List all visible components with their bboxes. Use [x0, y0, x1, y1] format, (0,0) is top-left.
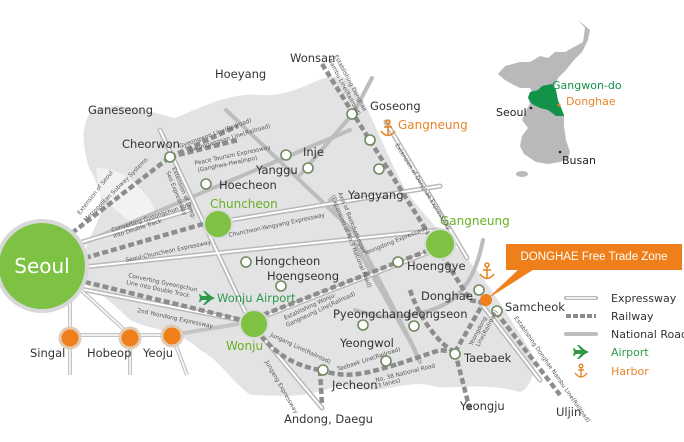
label-inje: Inje [303, 145, 324, 159]
inset-gangwon-label: Gangwon-do [552, 79, 622, 92]
label-chuncheon: Chuncheon [210, 197, 278, 211]
hobeop-node[interactable] [118, 326, 142, 350]
wonju-hub[interactable] [239, 309, 269, 339]
goseong-node-2[interactable] [364, 134, 376, 146]
inset-busan-dot [558, 150, 562, 154]
anchor-icon [479, 262, 495, 280]
label-gangneung: Gangneung [440, 214, 510, 228]
jecheon-node[interactable] [317, 364, 329, 376]
label-jeongseon: Jeongseon [407, 307, 467, 321]
yeongwol-node[interactable] [380, 355, 392, 367]
label-hongcheon: Hongcheon [255, 254, 320, 268]
legend-railway-label: Railway [611, 310, 654, 323]
label-goseong: Goseong [370, 99, 421, 113]
label-hoeyang: Hoeyang [215, 67, 266, 81]
jeongseon-node[interactable] [408, 320, 420, 332]
label-yangyang: Yangyang [347, 188, 404, 202]
yeoju-node[interactable] [160, 324, 184, 348]
samcheok-node[interactable] [491, 305, 503, 317]
label-yanggu: Yanggu [255, 163, 298, 177]
label-uljin: Uljin [556, 405, 581, 419]
anchor-icon [574, 363, 588, 378]
label-hoecheon: Hoecheon [219, 178, 277, 192]
goseong-node-1[interactable] [346, 108, 358, 120]
label-hoenggye: Hoenggye [407, 259, 466, 273]
legend-expressway-label: Expressway [611, 292, 677, 305]
orange-nodes [58, 294, 492, 350]
label-yeoju: Yeoju [142, 346, 173, 360]
chuncheon-hub[interactable] [203, 209, 233, 239]
inset-seoul-dot [529, 106, 533, 110]
callout-pointer [487, 268, 536, 299]
inset-busan-label: Busan [562, 154, 596, 167]
inset-donghae-label: Donghae [566, 95, 616, 108]
anchor-icon [380, 119, 396, 137]
donghae-node[interactable] [473, 284, 485, 296]
land-notch [96, 168, 155, 227]
city-labels: Wonsan Hoeyang Ganeseong Cheorwon Goseon… [30, 51, 581, 426]
jeju-island [516, 171, 528, 177]
legend: Expressway Railway National Road Airport… [564, 292, 684, 378]
airplane-icon [199, 291, 215, 305]
donghae-fta-node[interactable] [480, 294, 492, 306]
legend-airport-label: Airport [611, 346, 649, 359]
yanggu-node[interactable] [280, 149, 292, 161]
label-hoengseong: Hoengseong [267, 269, 339, 283]
inset-donghae-dot [557, 103, 561, 107]
route-no38-2: (3 lanes) [375, 378, 401, 390]
korea-inset-map: Gangwon-do Donghae Seoul Busan [496, 20, 622, 177]
label-gangneung-harbor: Gangneung [398, 118, 468, 132]
label-ganeseong: Ganeseong [88, 103, 153, 117]
label-andong-daegu: Andong, Daegu [284, 412, 373, 426]
taebaek-node[interactable] [449, 348, 461, 360]
label-wonju: Wonju [226, 339, 263, 353]
donghae-fta-callout[interactable]: DONGHAE Free Trade Zone Office [506, 244, 682, 289]
label-cheorwon: Cheorwon [122, 137, 180, 151]
legend-national-road-label: National Road [611, 328, 684, 341]
cheorwon-node[interactable] [164, 151, 176, 163]
label-yeongju: Yeongju [459, 399, 505, 413]
label-pyeongchang: Pyeongchang [333, 307, 411, 321]
inje-node[interactable] [302, 162, 314, 174]
gangwon-province[interactable] [528, 84, 564, 116]
label-hobeop: Hobeop [87, 346, 131, 360]
hongcheon-node[interactable] [240, 256, 252, 268]
inset-seoul-label: Seoul [496, 106, 527, 119]
airplane-icon [573, 345, 589, 359]
singal-node[interactable] [58, 326, 82, 350]
label-donghae: Donghae [421, 289, 473, 303]
gangneung-hub[interactable] [424, 228, 456, 260]
seoul-label: Seoul [14, 254, 69, 278]
label-yeongwol: Yeongwol [339, 336, 394, 350]
label-wonju-airport: Wonju Airport [217, 291, 296, 305]
seoul-hub[interactable] [0, 219, 89, 313]
label-samcheok: Samcheok [505, 300, 565, 314]
hoengseong-node[interactable] [275, 280, 287, 292]
label-wonsan: Wonsan [290, 51, 335, 65]
label-jecheon: Jecheon [331, 378, 377, 392]
hoenggye-node[interactable] [392, 256, 404, 268]
yangyang-node[interactable] [373, 163, 385, 175]
city-nodes [164, 108, 503, 376]
label-singal: Singal [30, 346, 65, 360]
hoecheon-node[interactable] [200, 178, 212, 190]
label-taebaek: Taebaek [463, 351, 512, 365]
legend-harbor-label: Harbor [611, 365, 649, 378]
pyeongchang-node[interactable] [357, 319, 369, 331]
